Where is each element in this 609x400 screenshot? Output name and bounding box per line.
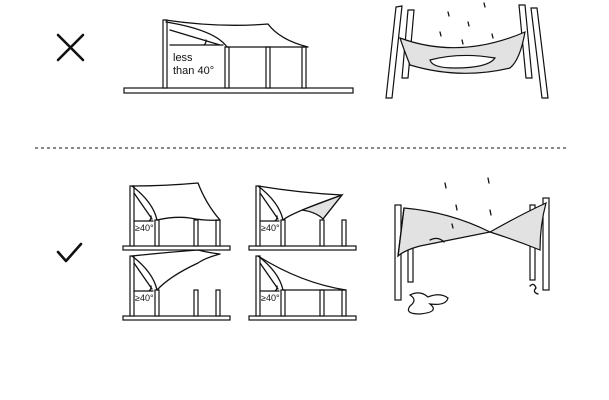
angle-label: ≥40°	[135, 223, 154, 233]
twisted-sail-drainage-diagram	[394, 177, 550, 315]
correct-sail-diagram-1: ≥40°	[122, 182, 231, 251]
check-mark-icon	[56, 242, 83, 263]
angle-label: ≥40°	[135, 293, 154, 303]
angle-label: ≥40°	[261, 223, 280, 233]
less-than-40-label-line2: than 40°	[173, 65, 214, 77]
x-mark-icon	[56, 33, 85, 62]
correct-sail-diagram-4: ≥40°	[248, 255, 357, 321]
correct-sail-diagram-2: ≥40°	[248, 185, 357, 251]
correct-sail-diagram-3: ≥40°	[122, 249, 231, 321]
less-than-40-label-line1: less	[173, 52, 193, 64]
low-angle-sail-diagram: less than 40°	[123, 19, 354, 94]
water-pooling-sail-diagram	[385, 2, 549, 99]
angle-label: ≥40°	[261, 293, 280, 303]
